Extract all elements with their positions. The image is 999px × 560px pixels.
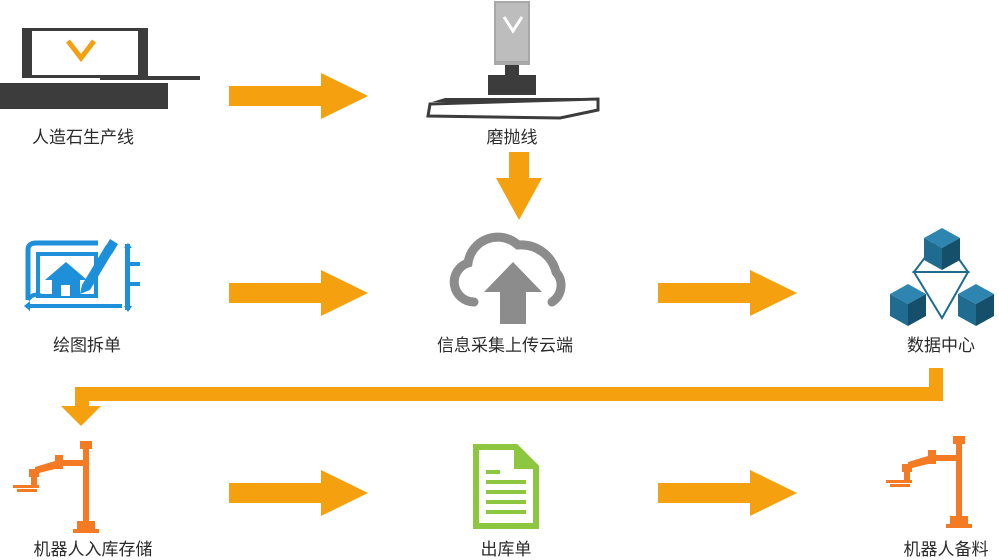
cube-network-icon: [890, 228, 994, 326]
polishing-machine-icon: [426, 1, 600, 120]
robot-arm-icon: [886, 436, 972, 528]
label-data-center: 数据中心: [907, 336, 975, 356]
label-outbound-order: 出库单: [481, 540, 532, 560]
arrow-production-to-polishing: [229, 73, 368, 119]
robot-arm-icon: [13, 441, 99, 533]
arrow-polishing-to-cloud: [496, 152, 542, 220]
label-robot-prep: 机器人备料: [904, 540, 989, 560]
label-drawing: 绘图拆单: [53, 336, 121, 356]
arrow-order-to-robot-prep: [658, 470, 797, 516]
label-cloud-upload: 信息采集上传云端: [437, 336, 573, 356]
arrow-drawing-to-cloud: [229, 270, 368, 316]
label-polishing-line: 磨抛线: [487, 128, 538, 148]
monitor-production-line-icon: [0, 28, 200, 109]
label-robot-storage: 机器人入库存储: [34, 540, 153, 560]
cloud-upload-icon: [449, 232, 566, 324]
blueprint-house-icon: [24, 239, 140, 312]
arrow-datacenter-to-robot-storage: [61, 368, 943, 426]
arrow-storage-to-order: [229, 470, 368, 516]
document-icon: [473, 444, 539, 529]
label-production-line: 人造石生产线: [32, 128, 134, 148]
arrow-cloud-to-datacenter: [658, 270, 797, 316]
